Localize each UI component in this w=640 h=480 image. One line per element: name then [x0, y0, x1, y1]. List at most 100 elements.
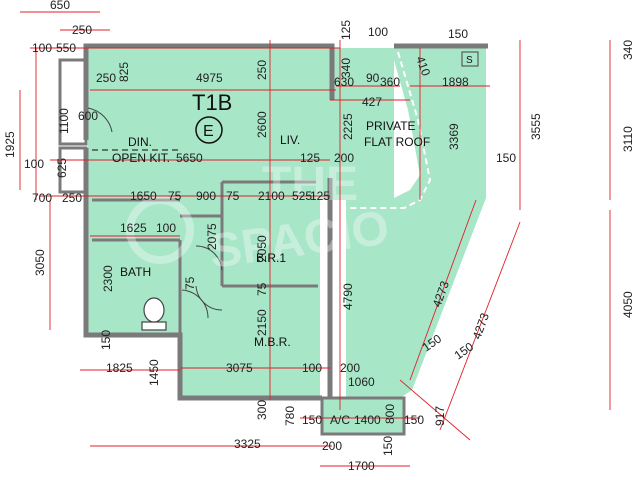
- dim-900: 900: [196, 189, 216, 203]
- dim-360: 360: [380, 75, 400, 89]
- dim-90: 90: [366, 71, 380, 85]
- dim-150-r: 150: [496, 151, 516, 165]
- dim-3075: 3075: [226, 361, 253, 375]
- dim-2300: 2300: [101, 265, 115, 292]
- dining-label: DIN.: [128, 135, 152, 149]
- dim-150-d: 150: [452, 339, 477, 362]
- dim-1625: 1625: [120, 221, 147, 235]
- dim-1400: 1400: [354, 413, 381, 427]
- dim-5650: 5650: [176, 151, 203, 165]
- dim-340: 340: [339, 58, 353, 78]
- ac-platform-outline: [320, 396, 406, 436]
- dim-550: 550: [56, 41, 76, 55]
- dim-1650: 1650: [130, 189, 157, 203]
- dim-2150: 2150: [255, 309, 269, 336]
- dim-3325: 3325: [234, 437, 261, 451]
- living-extension-floor: [330, 48, 394, 200]
- dimension-lines: [19, 11, 611, 467]
- watermark-text-1: THE: [262, 158, 358, 211]
- dim-150-top: 150: [448, 27, 468, 41]
- dim-250-b: 250: [96, 71, 116, 85]
- dim-300: 300: [255, 400, 269, 420]
- br1-label: B.R.1: [256, 251, 286, 265]
- dim-2075: 2075: [205, 223, 219, 250]
- dim-825: 825: [117, 62, 131, 82]
- dim-340-r: 340: [621, 40, 635, 60]
- dim-1898: 1898: [442, 75, 469, 89]
- flue-box: [461, 51, 479, 67]
- dim-3555: 3555: [529, 113, 543, 140]
- dim-1100: 1100: [57, 108, 71, 134]
- dim-4050: 4050: [621, 291, 635, 318]
- dim-2600: 2600: [255, 111, 269, 138]
- dim-427: 427: [362, 95, 382, 109]
- dim-1450: 1450: [147, 359, 161, 386]
- dim-2050: 2050: [255, 235, 269, 262]
- room-labels: T1B E DIN. OPEN KIT. LIV. PRIVATE FLAT R…: [112, 55, 473, 349]
- dim-125-c: 125: [310, 189, 330, 203]
- door-swings: [87, 107, 223, 319]
- ac-platform-floor: [322, 398, 404, 434]
- dim-75-c: 75: [183, 276, 197, 290]
- entry-door-swing: [87, 107, 113, 133]
- dim-2225: 2225: [341, 113, 355, 140]
- dim-150-l: 150: [99, 330, 113, 350]
- dim-700: 700: [32, 191, 52, 205]
- dim-75-b: 75: [226, 189, 240, 203]
- unit-code: T1B: [192, 90, 232, 115]
- living-label: LIV.: [280, 133, 300, 147]
- dim-line-diag-2: [439, 221, 521, 431]
- dim-3050: 3050: [33, 249, 47, 276]
- watermark-logo-ring: [126, 196, 194, 264]
- roof-label-1: PRIVATE: [366, 119, 416, 133]
- dim-630: 630: [334, 75, 354, 89]
- mbr-label: M.B.R.: [254, 335, 291, 349]
- toilet-bowl: [143, 297, 165, 323]
- dim-1825: 1825: [106, 361, 133, 375]
- kitchen-label: OPEN KIT.: [112, 151, 170, 165]
- dim-780: 780: [283, 406, 297, 426]
- dim-250-top: 250: [72, 23, 92, 37]
- dim-125: 125: [339, 20, 353, 40]
- dim-600: 600: [78, 109, 98, 123]
- dim-625: 625: [55, 158, 69, 178]
- dim-650: 650: [50, 0, 70, 12]
- dim-1060: 1060: [348, 375, 375, 389]
- window-sill-left: [58, 58, 88, 146]
- dim-ac: A/C: [330, 413, 350, 427]
- dim-917: 917: [433, 406, 447, 426]
- dim-100-c: 100: [156, 221, 176, 235]
- dim-4975: 4975: [196, 71, 223, 85]
- dim-250-l: 250: [62, 191, 82, 205]
- br1-door-swing: [195, 245, 223, 271]
- toilet-tank: [141, 321, 167, 331]
- mbr-door-swing: [195, 285, 223, 311]
- bath-label: BATH: [120, 265, 151, 279]
- dim-1925: 1925: [3, 131, 17, 158]
- dim-800: 800: [383, 404, 397, 424]
- dim-4273-b: 4273: [470, 311, 492, 341]
- dim-100-l: 100: [24, 157, 44, 171]
- dim-2100: 2100: [258, 189, 285, 203]
- dim-150-f: 150: [404, 413, 424, 427]
- dim-125-b: 125: [300, 151, 320, 165]
- dim-75: 75: [168, 189, 182, 203]
- dim-250-c: 250: [255, 60, 269, 80]
- dim-150-e: 150: [302, 413, 322, 427]
- unit-letter: E: [203, 123, 214, 140]
- dim-100: 100: [32, 41, 52, 55]
- toilet-fixture: [141, 297, 167, 331]
- unit-letter-circle: [195, 116, 223, 144]
- dim-200: 200: [334, 151, 354, 165]
- dim-100-d: 100: [302, 361, 322, 375]
- flue-label: S: [466, 55, 473, 66]
- dim-100-b: 100: [368, 25, 388, 39]
- roof-dashed-boundary: [346, 51, 432, 209]
- roof-label-2: FLAT ROOF: [364, 135, 430, 149]
- dim-3110: 3110: [621, 126, 635, 152]
- dim-line-diag-3: [399, 379, 471, 441]
- dim-75-d: 75: [255, 282, 269, 296]
- window-sill-left-2: [58, 146, 88, 194]
- dim-1700: 1700: [348, 459, 375, 473]
